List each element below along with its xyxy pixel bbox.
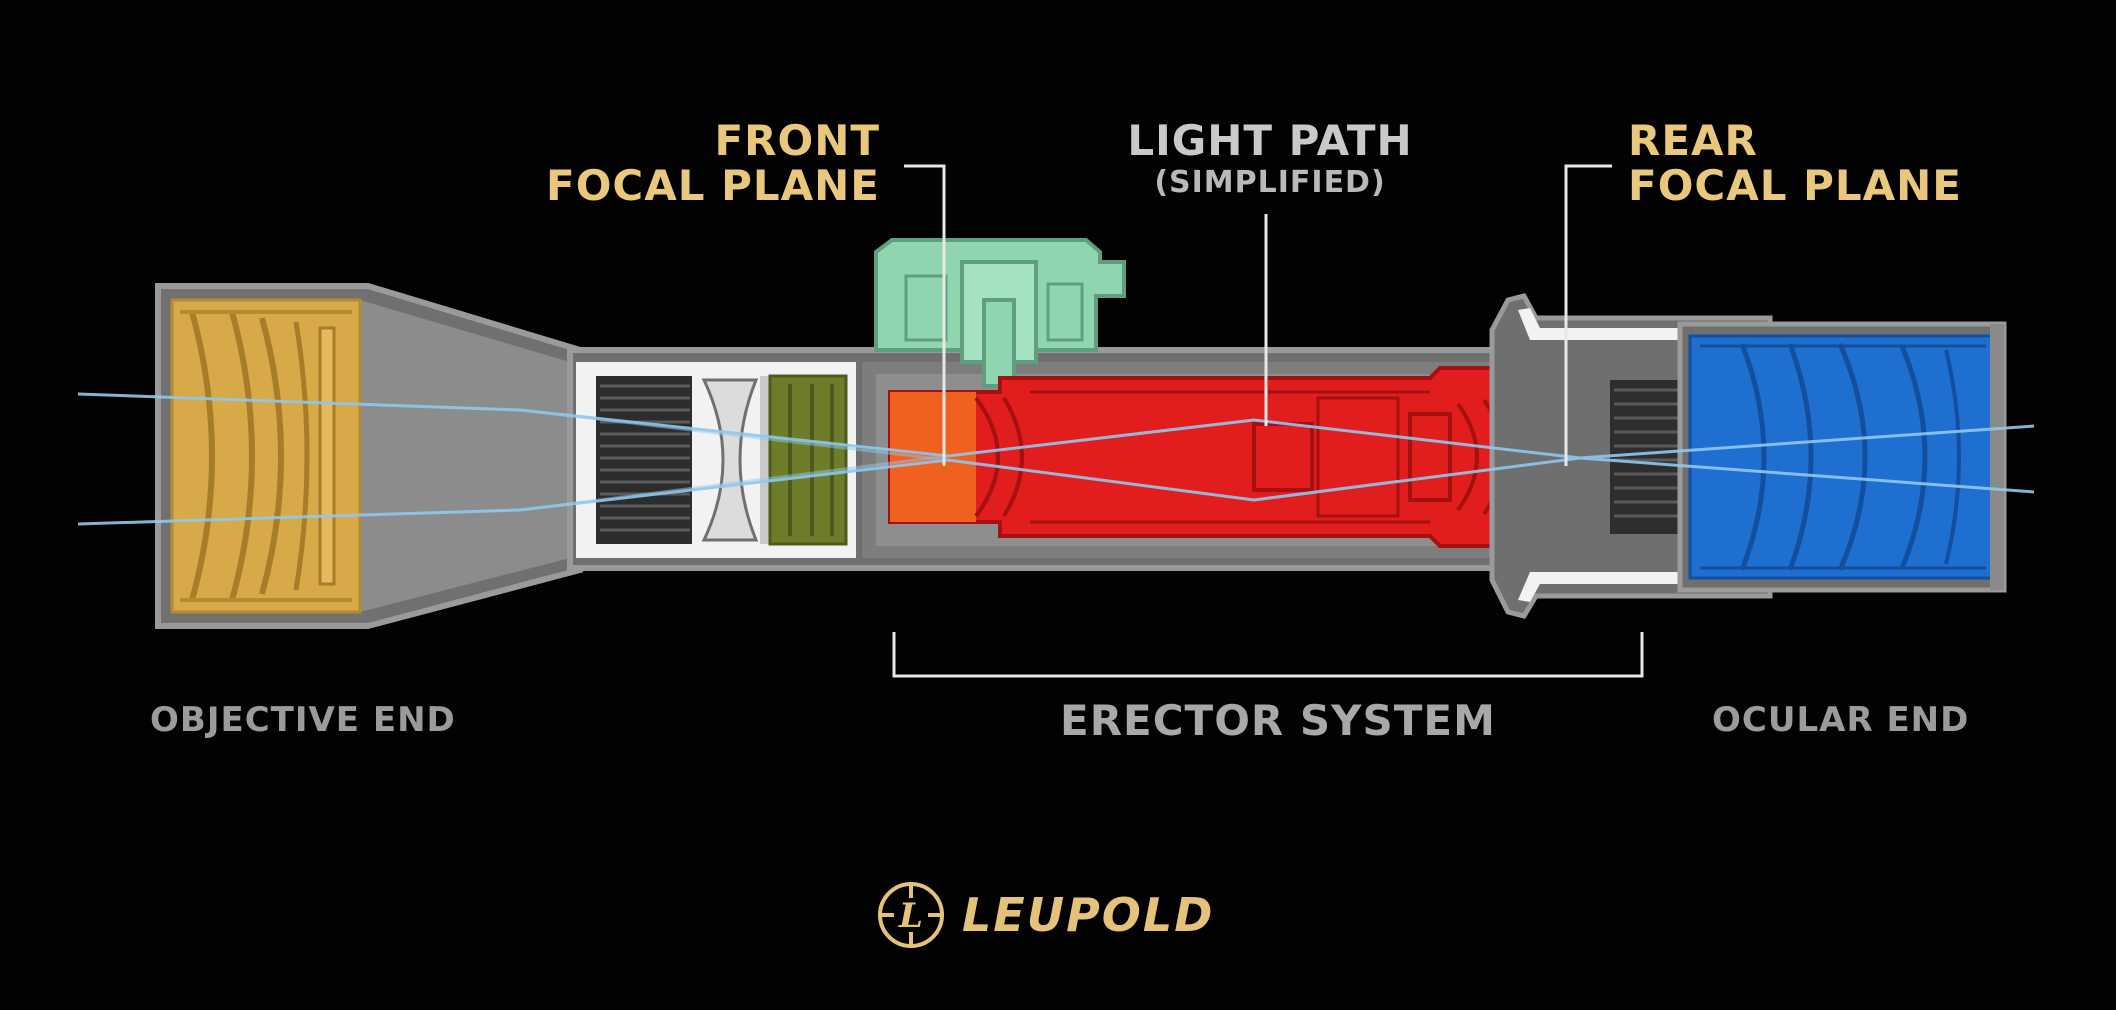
light-ray-lower xyxy=(77,456,2035,526)
front-focal-plane-reticle xyxy=(890,392,976,522)
erector-system-label: ERECTOR SYSTEM xyxy=(1060,696,1496,745)
leupold-logo: L LEUPOLD xyxy=(876,880,1214,950)
objective-bell xyxy=(155,283,583,629)
leupold-crosshair-icon: L xyxy=(878,882,944,948)
light-path xyxy=(77,392,2035,526)
light-path-note: (SIMPLIFIED) xyxy=(1154,165,1386,200)
brand-name: LEUPOLD xyxy=(962,888,1215,942)
logo-mark-letter: L xyxy=(898,896,923,936)
objective-end-label: OBJECTIVE END xyxy=(150,700,456,740)
light-ray-upper xyxy=(77,392,2035,460)
front-focal-plane-leader xyxy=(904,164,946,466)
focus-section xyxy=(576,362,856,558)
adjustment-turret xyxy=(874,238,1126,388)
parallax-lens-group xyxy=(768,374,848,546)
ocular-section xyxy=(1489,293,2007,619)
rear-focal-plane-leader xyxy=(1564,164,1612,466)
erector-system-bracket xyxy=(892,632,1644,678)
rear-focal-plane-label: REAR FOCAL PLANE xyxy=(1628,116,1962,211)
objective-bell-cone xyxy=(360,300,570,612)
light-path-label: LIGHT PATH xyxy=(1127,116,1413,165)
callout-lines xyxy=(892,164,1644,678)
ocular-lens-group xyxy=(1688,334,1998,580)
front-focal-plane-label: FRONT FOCAL PLANE xyxy=(546,116,880,211)
ocular-end-label: OCULAR END xyxy=(1712,700,1970,740)
